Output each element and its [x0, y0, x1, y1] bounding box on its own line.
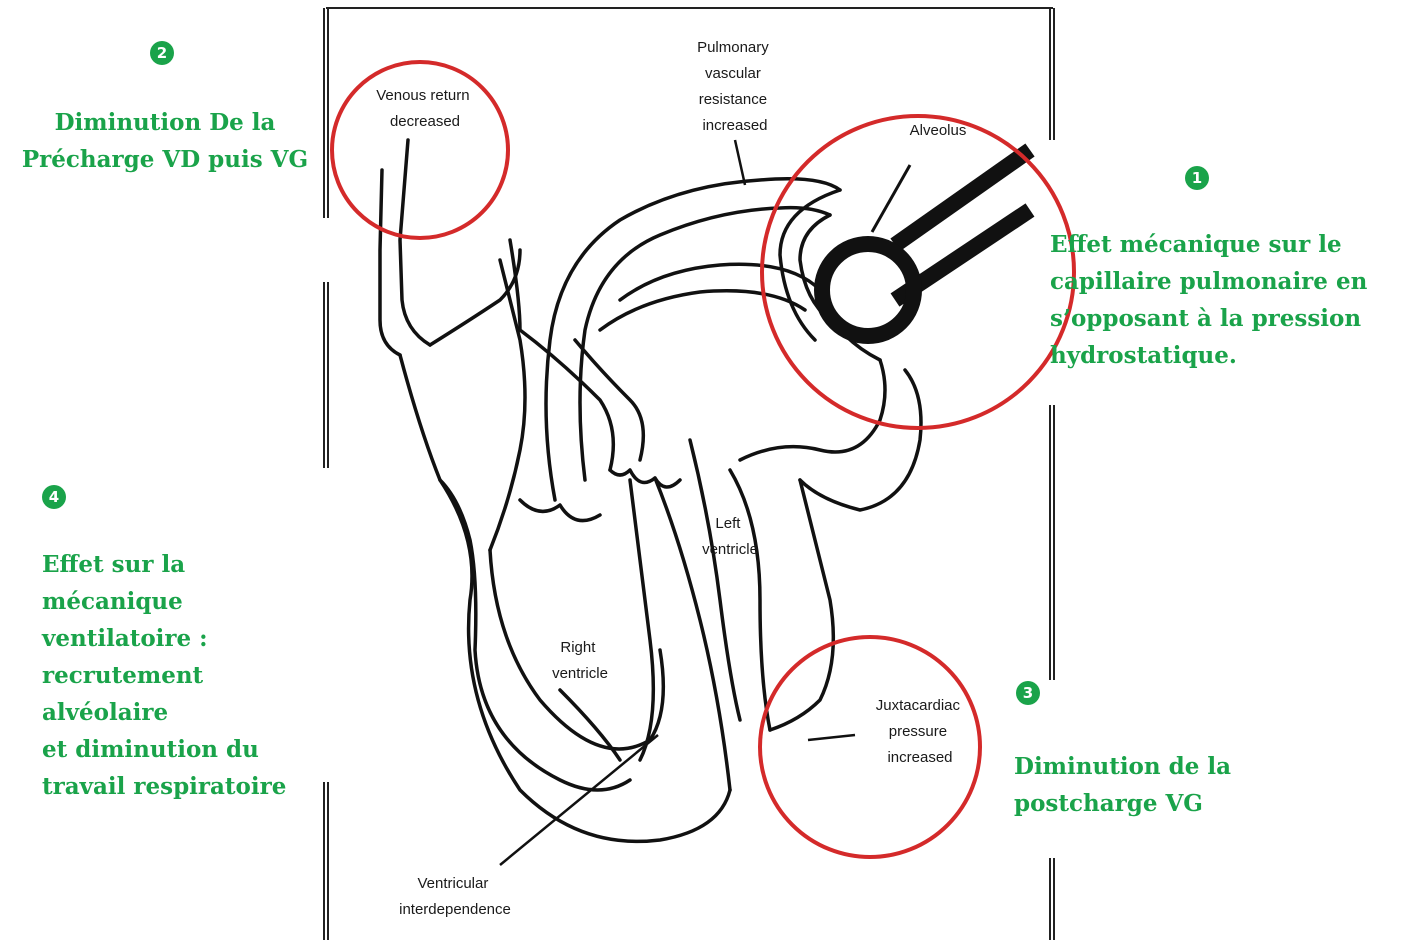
label-right-ventricle: Right ventricle [552, 639, 608, 682]
badge-number-1: 1 [1185, 166, 1209, 190]
label-venous-return: Venous return decreased [376, 87, 474, 130]
label-juxtacardiac: Juxtacardiac pressure increased [876, 697, 964, 766]
annotation-afterload: Diminution de la postcharge VG [1014, 748, 1314, 822]
label-pulmonary-resistance: Pulmonary vascular resistance increased [697, 39, 773, 134]
alveolus-shape [822, 150, 1030, 336]
badge-number-3: 3 [1016, 681, 1040, 705]
badge-number-4: 4 [42, 485, 66, 509]
annotation-ventilatory-mechanics: Effet sur la mécanique ventilatoire : re… [42, 546, 322, 805]
label-ventricular-interdependence: Ventricular interdependence [399, 875, 511, 918]
annotation-precharge: Diminution De la Précharge VD puis VG [10, 104, 320, 178]
label-alveolus: Alveolus [910, 122, 967, 139]
circle-juxtacardiac [760, 637, 980, 857]
figure-frame [324, 8, 1054, 940]
highlight-circles [332, 62, 1074, 857]
badge-number-2: 2 [150, 41, 174, 65]
annotation-capillary-effect: Effet mécanique sur le capillaire pulmon… [1050, 226, 1405, 374]
